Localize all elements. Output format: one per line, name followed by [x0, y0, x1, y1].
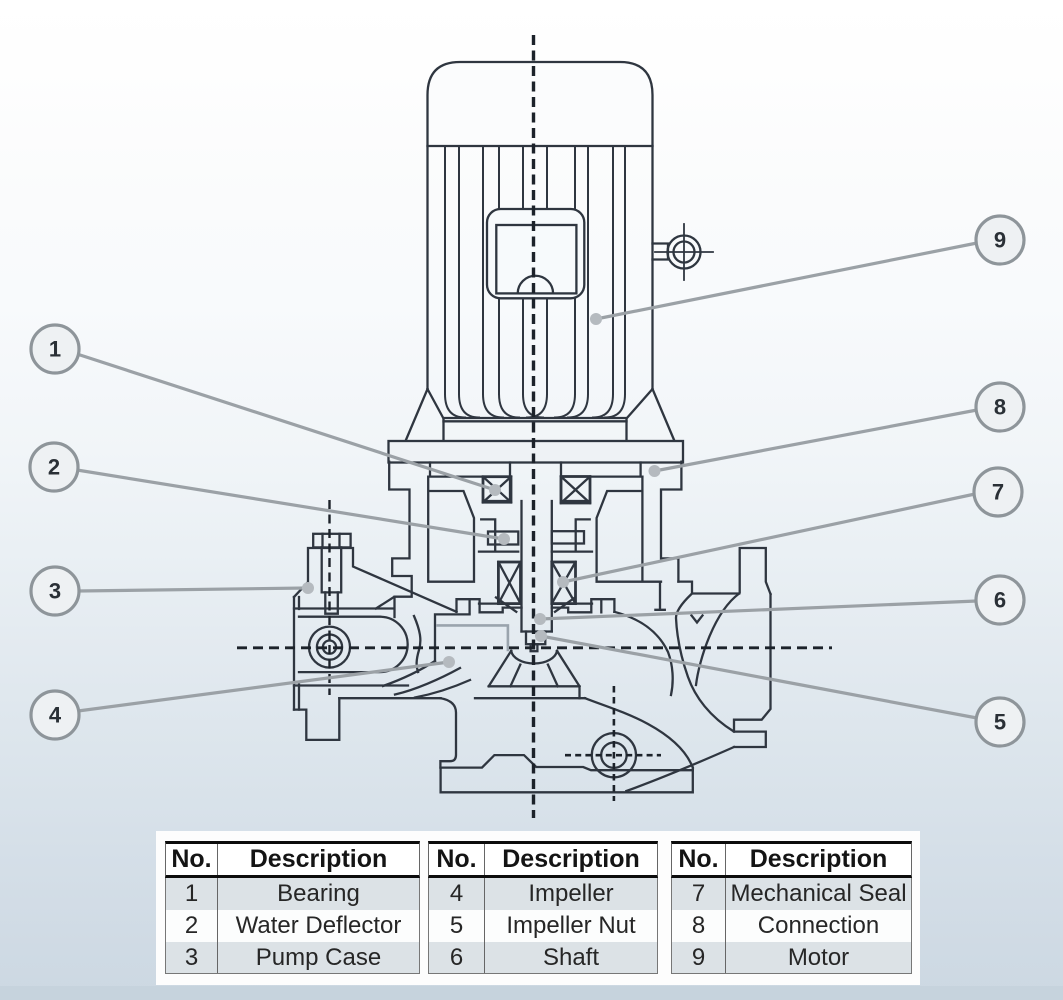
svg-text:7: 7 [992, 480, 1004, 505]
svg-text:8: 8 [994, 395, 1006, 420]
svg-text:1: 1 [49, 337, 61, 362]
svg-text:3: 3 [49, 579, 61, 604]
svg-text:4: 4 [49, 703, 62, 728]
svg-text:2: 2 [48, 455, 60, 480]
svg-text:5: 5 [994, 710, 1006, 735]
svg-text:9: 9 [994, 228, 1006, 253]
svg-text:6: 6 [994, 588, 1006, 613]
